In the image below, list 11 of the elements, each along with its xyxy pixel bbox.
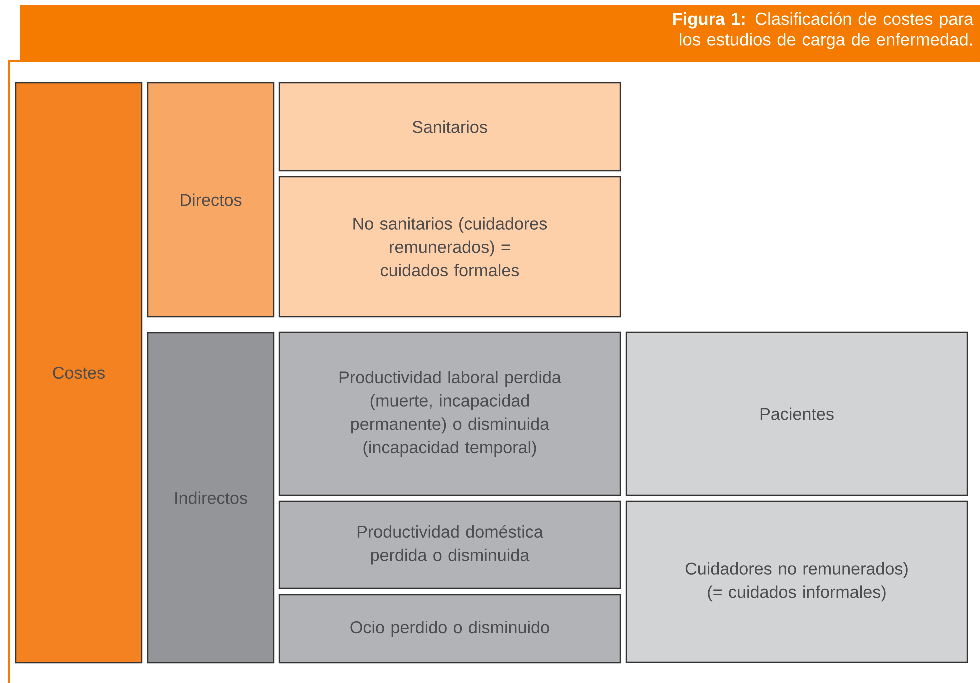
header-band: Figura 1: Clasificación de costes para los estudios de carga de enfermedad. <box>20 5 980 60</box>
category-box: Sanitarios <box>278 82 622 172</box>
category-box: Productividad laboral perdida (muerte, incapacidad permanente) o disminuida (incapacidad temporal) <box>278 332 622 496</box>
category-box: Directos <box>147 82 275 318</box>
category-box: Ocio perdido o disminuido <box>278 594 622 664</box>
category-box: Indirectos <box>147 332 275 664</box>
category-box: Pacientes <box>626 332 968 496</box>
category-box: Costes <box>15 82 143 664</box>
category-box: Productividad doméstica perdida o disminuida <box>278 500 622 590</box>
category-box: Cuidadores no remunerados) (= cuidados informales) <box>626 500 968 664</box>
category-box: No sanitarios (cuidadores remunerados) = cuidados formales <box>278 176 622 318</box>
